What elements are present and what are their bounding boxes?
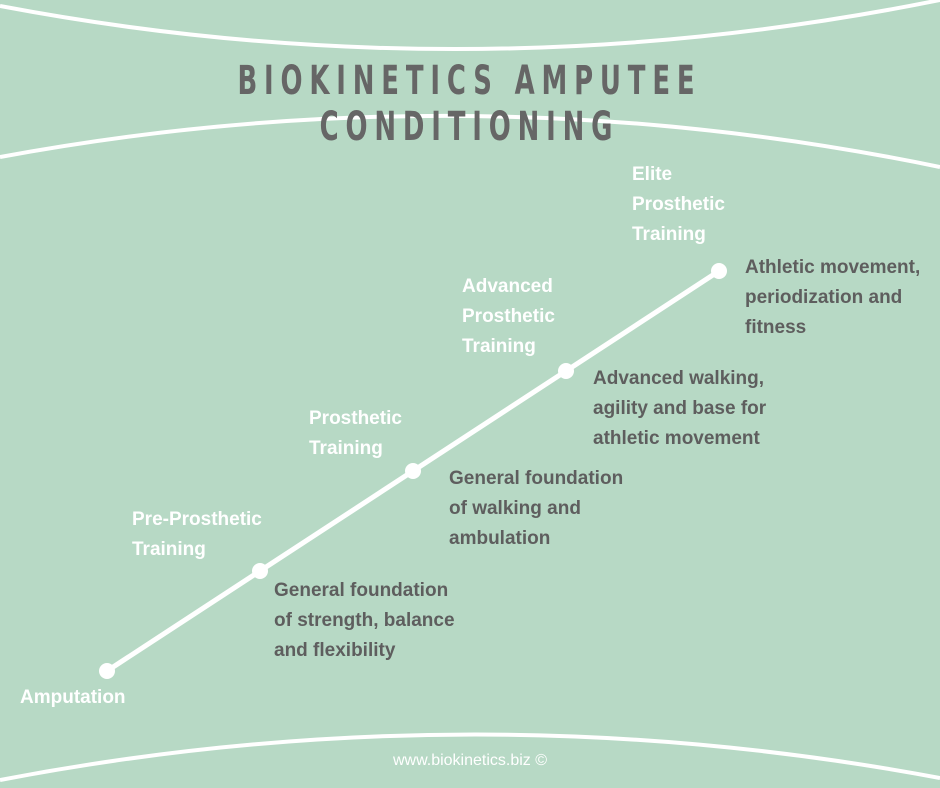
desc-line: Athletic movement, (745, 257, 921, 278)
label-line: Advanced (462, 276, 553, 297)
stage-label-elite: Elite Prosthetic Training (632, 160, 725, 250)
desc-line: and flexibility (274, 640, 396, 661)
stage-desc-advanced: Advanced walking, agility and base for a… (593, 364, 766, 454)
desc-line: ambulation (449, 528, 551, 549)
desc-line: fitness (745, 317, 807, 338)
desc-line: of walking and (449, 498, 581, 519)
top-arc-upper (0, 0, 940, 52)
desc-line: athletic movement (593, 428, 760, 449)
node-pre-prosthetic (252, 563, 268, 579)
footer-website: www.biokinetics.biz © (392, 752, 548, 769)
stage-desc-pre-prosthetic: General foundation of strength, balance … (274, 576, 455, 666)
label-line: Prosthetic (309, 408, 402, 429)
desc-line: General foundation (449, 468, 624, 489)
node-amputation (99, 663, 115, 679)
stage-label-amputation: Amputation (20, 687, 126, 708)
label-line: Prosthetic (462, 306, 555, 327)
label-line: Training (309, 438, 383, 459)
label-line: Elite (632, 164, 673, 185)
desc-line: General foundation (274, 580, 449, 601)
node-prosthetic (405, 463, 421, 479)
page-title: BIOKINETICS AMPUTEE CONDITIONING (237, 58, 702, 150)
node-advanced (558, 363, 574, 379)
bottom-arc (0, 732, 940, 782)
desc-line: Advanced walking, (593, 368, 765, 389)
desc-line: periodization and (745, 287, 903, 308)
node-elite (711, 263, 727, 279)
stage-desc-prosthetic: General foundation of walking and ambula… (449, 464, 623, 554)
stage-label-pre-prosthetic: Pre-Prosthetic Training (132, 505, 262, 565)
desc-line: of strength, balance (274, 610, 455, 631)
stage-label-advanced: Advanced Prosthetic Training (462, 272, 555, 362)
stage-desc-elite: Athletic movement, periodization and fit… (745, 253, 920, 343)
label-line: Pre-Prosthetic (132, 509, 262, 530)
label-line: Training (132, 539, 206, 560)
label-line: Training (632, 224, 706, 245)
label-line: Training (462, 336, 536, 357)
label-line: Prosthetic (632, 194, 725, 215)
stage-label-prosthetic: Prosthetic Training (309, 404, 402, 464)
desc-line: agility and base for (593, 398, 767, 419)
top-arc-lower (0, 113, 940, 169)
